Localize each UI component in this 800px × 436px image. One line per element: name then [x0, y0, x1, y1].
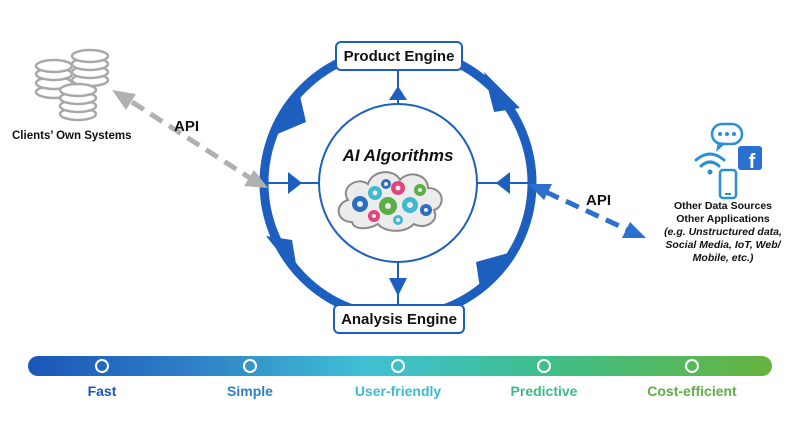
api-label-right: API	[586, 192, 612, 209]
sources-line-5: Mobile, etc.)	[692, 252, 754, 264]
core-title: AI Algorithms	[342, 146, 454, 165]
step-label-predictive: Predictive	[510, 383, 578, 399]
ring-arrowheads	[266, 72, 520, 288]
product-engine-label: Product Engine	[343, 47, 455, 65]
sources-line-3: (e.g. Unstructured data,	[664, 226, 782, 238]
connector-bottom	[389, 262, 407, 304]
analysis-engine-label: Analysis Engine	[341, 310, 457, 328]
smartphone-icon	[718, 168, 738, 200]
timeline-nodes	[95, 359, 699, 373]
analysis-engine-box: Analysis Engine	[333, 304, 465, 334]
connector-left	[266, 172, 319, 194]
timeline-node	[243, 359, 257, 373]
svg-text:f: f	[749, 151, 756, 173]
connector-right	[477, 172, 530, 194]
sources-line-4: Social Media, IoT, Web/	[665, 239, 781, 251]
timeline-node	[95, 359, 109, 373]
clients-label: Clients’ Own Systems	[12, 130, 132, 142]
api-label-left: API	[174, 118, 200, 135]
database-icon	[34, 48, 110, 122]
timeline-node	[391, 359, 405, 373]
chat-bubble-icon	[710, 122, 744, 152]
step-label-fast: Fast	[87, 383, 117, 399]
sources-line-2: Other Applications	[676, 213, 770, 225]
gears-cloud-icon	[337, 171, 443, 232]
step-label-cost-efficient: Cost-efficient	[647, 383, 737, 399]
facebook-icon: f	[738, 146, 762, 173]
api-arrow-left	[112, 90, 268, 188]
wifi-icon	[694, 152, 726, 175]
other-sources-text: Other Data Sources Other Applications (e…	[648, 200, 798, 265]
timeline-bar	[28, 356, 772, 376]
connector-top	[389, 70, 407, 104]
product-engine-box: Product Engine	[335, 41, 463, 71]
timeline-node	[685, 359, 699, 373]
timeline-node	[537, 359, 551, 373]
step-label-simple: Simple	[227, 383, 273, 399]
api-arrow-right	[528, 184, 646, 238]
step-label-user-friendly: User-friendly	[354, 383, 442, 399]
sources-line-1: Other Data Sources	[673, 200, 773, 212]
